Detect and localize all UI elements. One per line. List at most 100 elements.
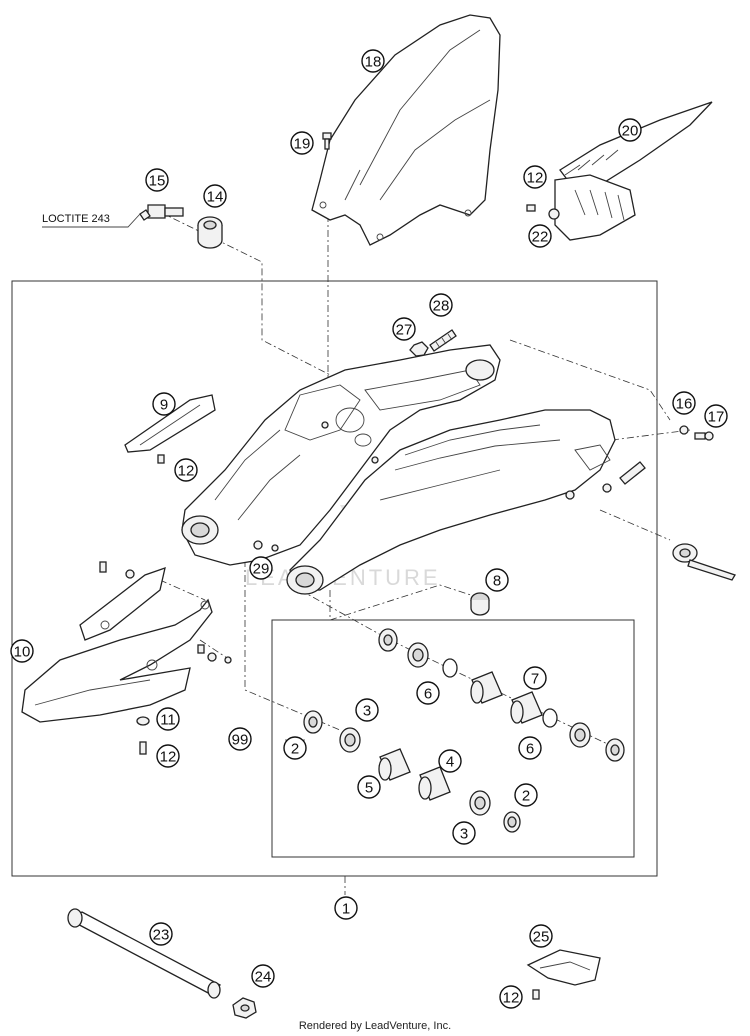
- callout-number: 12: [503, 990, 520, 1007]
- callout-circle: [392, 317, 416, 341]
- callout-25: 25: [529, 924, 553, 948]
- callout-19: 19: [290, 131, 314, 155]
- callout-3: 3: [355, 698, 379, 722]
- callout-number: 23: [153, 927, 170, 944]
- callout-number: 15: [149, 173, 166, 190]
- callout-12: 12: [174, 458, 198, 482]
- callout-number: 11: [160, 712, 176, 729]
- callout-28: 28: [429, 293, 453, 317]
- callout-circle: [174, 458, 198, 482]
- guard-plate: [526, 949, 601, 1000]
- callout-circle: [249, 556, 273, 580]
- axle-spacer-right: [672, 543, 736, 581]
- swingarm: [181, 344, 616, 595]
- callout-circle: [518, 736, 542, 760]
- callout-circle: [283, 736, 307, 760]
- callout-number: 3: [460, 826, 468, 843]
- chain-guard: [554, 101, 713, 241]
- frame-plug: [470, 592, 490, 616]
- callout-number: 3: [363, 703, 371, 720]
- callout-18: 18: [361, 49, 385, 73]
- callout-number: 2: [522, 788, 530, 805]
- callout-1: 1: [334, 896, 358, 920]
- callout-circle: [452, 821, 476, 845]
- callout-17: 17: [704, 404, 728, 428]
- callout-circle: [355, 698, 379, 722]
- adjuster-screw: [429, 329, 457, 352]
- callout-number: 6: [526, 741, 534, 758]
- bearing-kit: [303, 628, 625, 833]
- callout-11: 11: [156, 707, 180, 731]
- callout-10: 10: [10, 639, 34, 663]
- callout-99: 99: [228, 727, 252, 751]
- callout-circle: [361, 49, 385, 73]
- callout-circle: [10, 639, 34, 663]
- callout-circle: [528, 224, 552, 248]
- axle-nut: [232, 997, 257, 1019]
- callout-number: 7: [531, 671, 539, 688]
- rear-fender: [311, 14, 501, 246]
- callout-20: 20: [618, 118, 642, 142]
- swingarm-bolt: [694, 431, 714, 441]
- callout-6: 6: [416, 681, 440, 705]
- callout-number: 22: [532, 229, 549, 246]
- callout-number: 4: [446, 754, 454, 771]
- callout-circle: [145, 168, 169, 192]
- loctite-label: LOCTITE 243: [42, 213, 110, 225]
- chain-guard-lower: [21, 561, 232, 723]
- callout-circle: [156, 707, 180, 731]
- callout-number: 6: [424, 686, 432, 703]
- callout-number: 99: [232, 732, 249, 749]
- callout-circle: [618, 118, 642, 142]
- callout-number: 19: [294, 136, 311, 153]
- callout-23: 23: [149, 922, 173, 946]
- callout-14: 14: [203, 184, 227, 208]
- callout-16: 16: [672, 391, 696, 415]
- callout-12: 12: [156, 744, 180, 768]
- callout-number: 10: [14, 644, 31, 661]
- callout-circle: [529, 924, 553, 948]
- callout-number: 29: [253, 561, 270, 578]
- callout-circle: [152, 392, 176, 416]
- callout-number: 14: [207, 189, 224, 206]
- callout-number: 24: [255, 969, 272, 986]
- chain-slider: [124, 394, 216, 464]
- callout-circle: [672, 391, 696, 415]
- callout-circle: [357, 775, 381, 799]
- fender-screw: [322, 132, 332, 150]
- callout-circle: [149, 922, 173, 946]
- callout-circle: [704, 404, 728, 428]
- swingarm-assembly-frame: [11, 280, 658, 877]
- callout-12: 12: [523, 165, 547, 189]
- callout-6: 6: [518, 736, 542, 760]
- callout-circle: [499, 985, 523, 1009]
- pivot-bushing: [197, 216, 223, 249]
- callout-3: 3: [452, 821, 476, 845]
- adjuster-nut: [409, 341, 429, 357]
- callout-number: 5: [365, 780, 373, 797]
- callout-number: 18: [365, 54, 382, 71]
- swingarm-pivot-screw: [253, 540, 279, 552]
- callout-2: 2: [514, 783, 538, 807]
- callout-circle: [523, 165, 547, 189]
- callout-number: 2: [291, 741, 299, 758]
- chain-guard-screw: [526, 204, 560, 220]
- callout-number: 16: [676, 396, 693, 413]
- callout-number: 17: [708, 409, 725, 426]
- callout-29: 29: [249, 556, 273, 580]
- callout-24: 24: [251, 964, 275, 988]
- callout-number: 12: [527, 170, 544, 187]
- callout-15: 15: [145, 168, 169, 192]
- callout-circle: [416, 681, 440, 705]
- pivot-axle: [67, 908, 221, 999]
- callout-8: 8: [485, 568, 509, 592]
- callout-number: 12: [160, 749, 177, 766]
- callout-number: 8: [493, 573, 501, 590]
- callout-number: 1: [342, 901, 350, 918]
- callout-4: 4: [438, 749, 462, 773]
- callout-circle: [290, 131, 314, 155]
- callout-9: 9: [152, 392, 176, 416]
